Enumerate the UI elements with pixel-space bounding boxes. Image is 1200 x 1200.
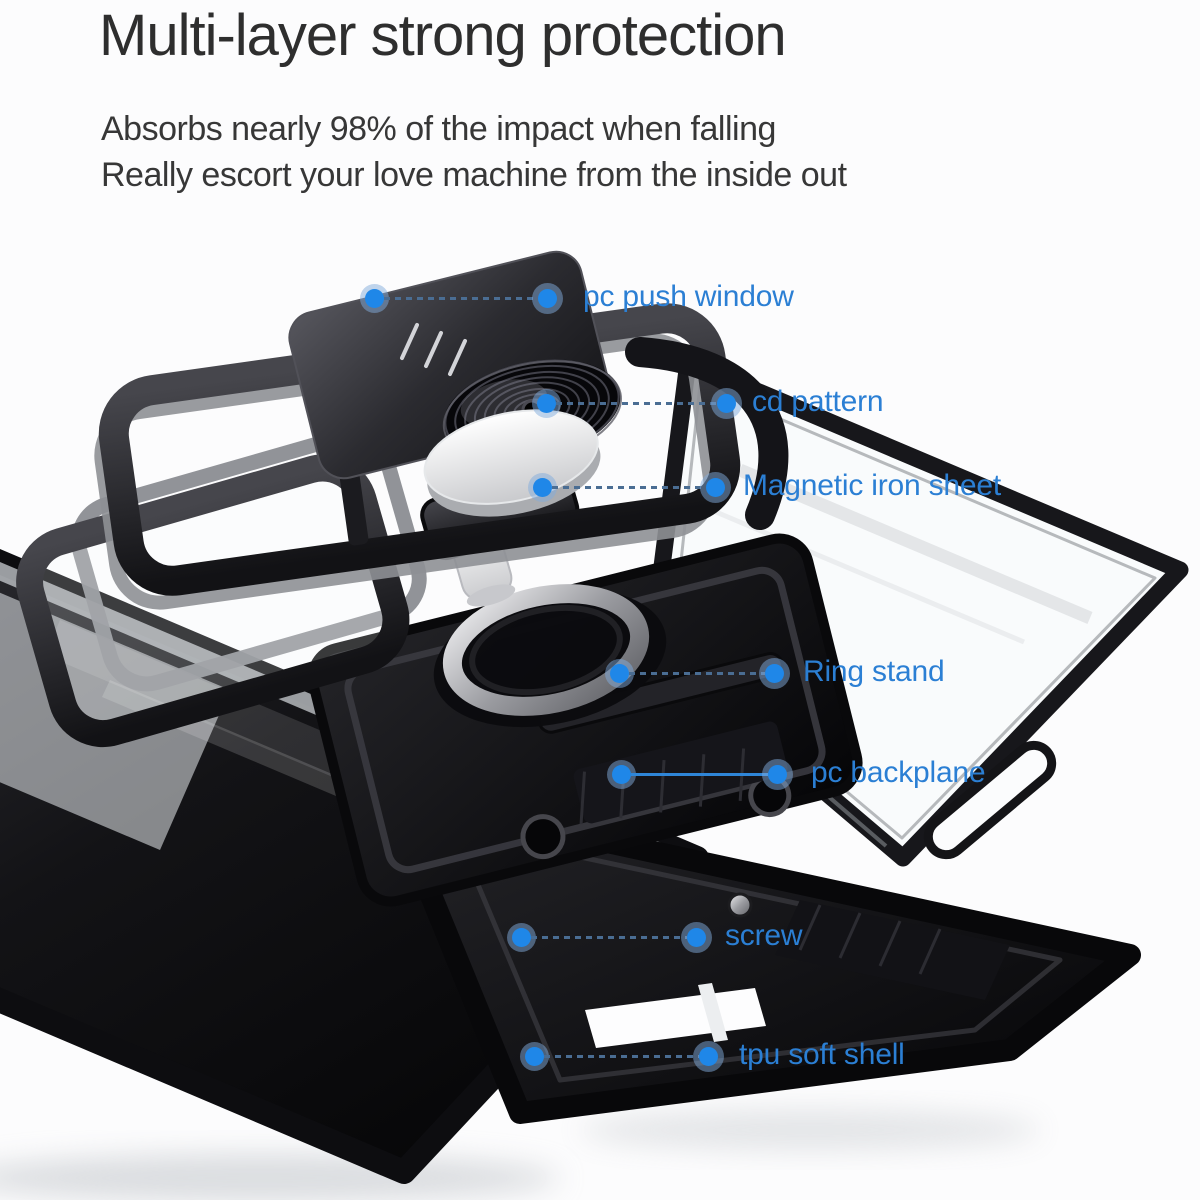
- callout-connector: [556, 402, 717, 405]
- ring-stand-part: [433, 584, 667, 728]
- callout-start-dot-icon: [365, 289, 384, 308]
- callout-cd-pattern: cd pattern: [537, 385, 884, 422]
- callout-label: cd pattern: [752, 385, 884, 418]
- callout-end-dot-icon: [538, 289, 557, 308]
- screw-part: [727, 892, 753, 918]
- page-title: Multi-layer strong protection: [99, 3, 787, 68]
- subtitle-line-2: Really escort your love machine from the…: [101, 156, 847, 194]
- callout-magnetic-iron-sheet: Magnetic iron sheet: [533, 469, 1001, 506]
- callout-ring-stand: Ring stand: [610, 655, 945, 692]
- callout-start-dot-icon: [612, 765, 631, 784]
- callout-connector: [544, 1055, 699, 1058]
- callout-screw: screw: [512, 919, 803, 956]
- callout-connector: [631, 773, 768, 776]
- callout-end-dot-icon: [699, 1047, 718, 1066]
- callout-end-dot-icon: [765, 664, 784, 683]
- callout-tpu-soft-shell: tpu soft shell: [525, 1038, 905, 1075]
- callout-label: Ring stand: [803, 655, 945, 688]
- callout-connector: [552, 486, 706, 489]
- callout-label: pc push window: [583, 280, 794, 313]
- callout-label: pc backplane: [811, 756, 986, 789]
- callout-start-dot-icon: [512, 928, 531, 947]
- subtitle-line-1: Absorbs nearly 98% of the impact when fa…: [101, 110, 776, 148]
- magnetic-iron-sheet-part: [423, 409, 601, 517]
- callout-label: Magnetic iron sheet: [743, 469, 1002, 502]
- callout-label: tpu soft shell: [739, 1038, 905, 1071]
- tpu-shell-part: [379, 784, 1141, 1124]
- subtitle: Absorbs nearly 98% of the impact when fa…: [101, 106, 847, 198]
- callout-connector: [384, 297, 538, 300]
- callout-pc-backplane: pc backplane: [612, 756, 986, 793]
- callout-end-dot-icon: [687, 928, 706, 947]
- callout-start-dot-icon: [533, 478, 552, 497]
- callout-label: screw: [725, 919, 803, 952]
- callout-connector: [629, 672, 765, 675]
- callout-start-dot-icon: [537, 394, 556, 413]
- callout-start-dot-icon: [525, 1047, 544, 1066]
- callout-pc-push-window: pc push window: [365, 280, 794, 317]
- callout-end-dot-icon: [768, 765, 787, 784]
- callout-end-dot-icon: [706, 478, 725, 497]
- callout-start-dot-icon: [610, 664, 629, 683]
- callout-end-dot-icon: [717, 394, 736, 413]
- callout-connector: [531, 936, 687, 939]
